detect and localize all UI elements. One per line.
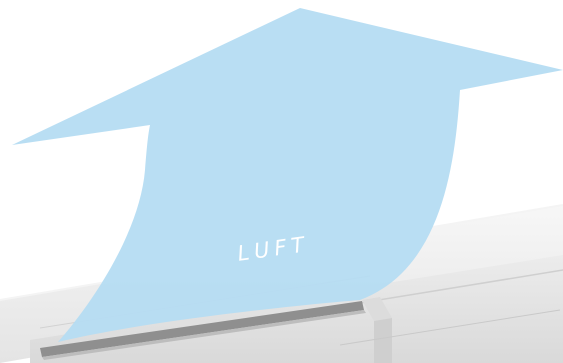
illustration-canvas: LUFT (0, 0, 563, 363)
ventilator-illustration (0, 0, 563, 363)
